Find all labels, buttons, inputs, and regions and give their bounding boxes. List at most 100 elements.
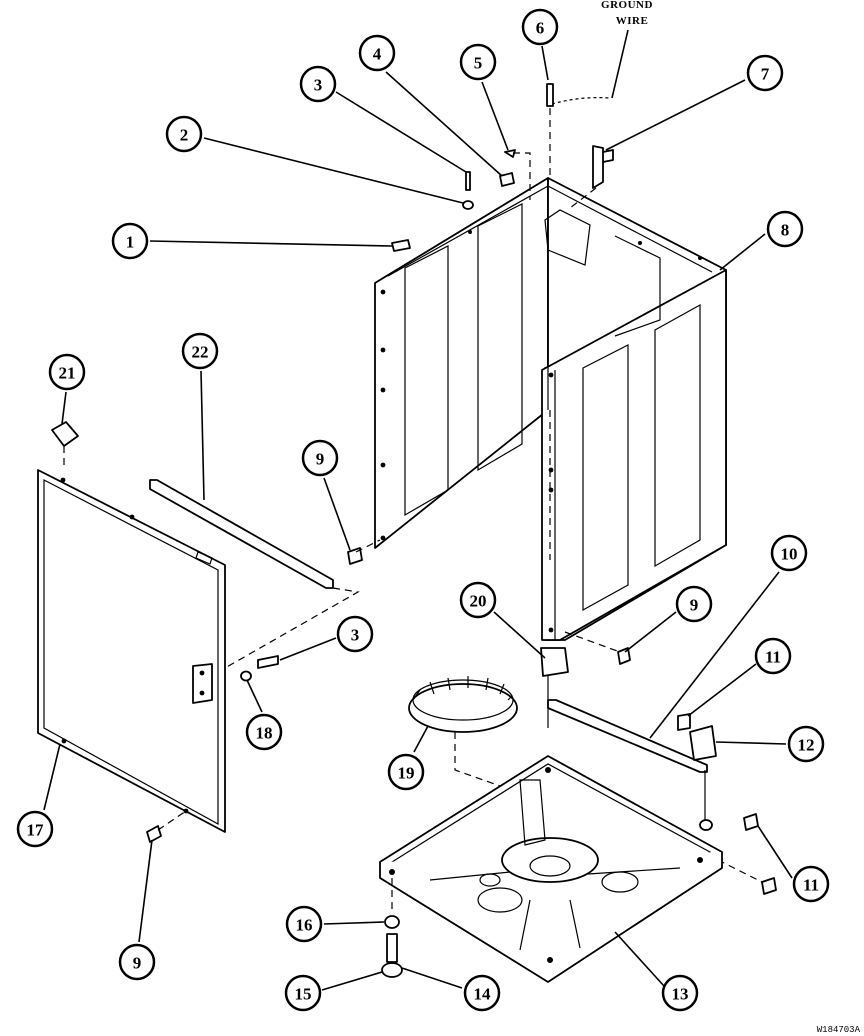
- cabinet: [374, 177, 727, 641]
- callout-number: 1: [126, 233, 135, 252]
- callout-circle: [336, 615, 374, 653]
- screw-9-cabinet-left: [347, 547, 363, 565]
- callout-11-16: 11: [754, 637, 792, 675]
- pad-4: [499, 172, 515, 187]
- callout-15-23: 15: [284, 974, 322, 1012]
- callout-circle: [181, 332, 219, 370]
- callout-number: 12: [798, 736, 815, 755]
- callout-number: 16: [296, 916, 313, 935]
- callout-number: 17: [27, 821, 45, 840]
- callout-circle: [118, 943, 156, 981]
- callout-4-3: 4: [358, 34, 396, 72]
- callout-circle: [746, 54, 784, 92]
- callout-circle: [387, 753, 425, 791]
- callout-number: 4: [373, 45, 382, 64]
- callout-number: 8: [781, 221, 790, 240]
- callout-circle: [459, 43, 497, 81]
- callout-20-11: 20: [459, 581, 497, 619]
- dash-7-cabinet: [569, 187, 597, 209]
- drawing-number: W184703A: [817, 1025, 861, 1035]
- callout-22-9: 22: [181, 332, 219, 370]
- foot-14: [381, 962, 403, 978]
- callout-circle: [792, 865, 830, 903]
- screw-3-panel: [257, 655, 279, 669]
- callout-circle: [661, 974, 699, 1012]
- callout-10-13: 10: [770, 534, 808, 572]
- callout-number: 9: [690, 596, 699, 615]
- callout-6-5: 6: [521, 8, 559, 46]
- callout-12-17: 12: [787, 725, 825, 763]
- bracket-7: [592, 145, 614, 189]
- callout-number: 3: [351, 626, 360, 645]
- callout-circle: [463, 974, 501, 1012]
- callout-3-14: 3: [336, 615, 374, 653]
- screw-9-cabinet-right: [617, 647, 631, 665]
- callout-11-20: 11: [792, 865, 830, 903]
- callout-number: 20: [470, 592, 487, 611]
- tub-ring: [408, 676, 518, 733]
- callout-9-21: 9: [118, 943, 156, 981]
- callout-17-19: 17: [16, 810, 54, 848]
- ground-wire-label-line1: GROUND: [601, 0, 653, 11]
- callout-number: 14: [474, 985, 492, 1004]
- clip-1: [391, 239, 411, 252]
- callout-18-15: 18: [245, 713, 283, 751]
- callout-circle: [284, 974, 322, 1012]
- callout-9-12: 9: [675, 585, 713, 623]
- bracket-12: [689, 725, 717, 761]
- dash-11-lower: [717, 859, 763, 883]
- callout-number: 11: [803, 876, 819, 895]
- callout-number: 21: [59, 364, 76, 383]
- callout-number: 2: [180, 126, 189, 145]
- screw-9-panel: [146, 825, 162, 843]
- base-frame: [379, 755, 723, 983]
- ground-screw-6: [546, 83, 554, 107]
- washer-18: [240, 670, 252, 682]
- clip-21: [51, 421, 79, 447]
- bracket-20: [540, 647, 569, 677]
- callout-circle: [111, 222, 149, 260]
- nut-2: [462, 200, 474, 210]
- callout-circle: [285, 905, 323, 943]
- callout-circle: [16, 810, 54, 848]
- callout-number: 3: [314, 76, 323, 95]
- callout-circle: [766, 210, 804, 248]
- callout-circle: [48, 353, 86, 391]
- dash-5-4: [513, 152, 531, 200]
- callout-circle: [770, 534, 808, 572]
- callout-2-1: 2: [165, 115, 203, 153]
- callout-circle: [358, 34, 396, 72]
- callout-21-10: 21: [48, 353, 86, 391]
- callout-number: 18: [256, 724, 273, 743]
- callout-16-22: 16: [285, 905, 323, 943]
- callout-8-7: 8: [766, 210, 804, 248]
- ground-wire-leader: [611, 29, 629, 99]
- callout-circle: [675, 585, 713, 623]
- callout-1-0: 1: [111, 222, 149, 260]
- callout-circle: [165, 115, 203, 153]
- callout-number: 15: [295, 985, 312, 1004]
- dash-9-right: [564, 631, 621, 653]
- callout-19-18: 19: [387, 753, 425, 791]
- front-panel: [37, 469, 226, 833]
- callout-number: 9: [133, 954, 142, 973]
- callout-5-4: 5: [459, 43, 497, 81]
- nut-16: [384, 915, 400, 929]
- callout-circle: [301, 439, 339, 477]
- leg-nut-right: [699, 819, 713, 831]
- callout-14-24: 14: [463, 974, 501, 1012]
- dash-9-cabinet: [355, 539, 381, 553]
- callout-number: 11: [765, 648, 781, 667]
- callout-number: 13: [672, 985, 689, 1004]
- callout-circle: [299, 65, 337, 103]
- callout-circle: [787, 725, 825, 763]
- screw-3-top: [465, 171, 471, 191]
- rail-10: [547, 699, 708, 773]
- callout-number: 6: [536, 19, 545, 38]
- ground-wire-label-line2: WIRE: [616, 15, 649, 27]
- screw-11-lower-a: [743, 813, 759, 831]
- leader-lines: [43, 45, 793, 991]
- callout-circle: [521, 8, 559, 46]
